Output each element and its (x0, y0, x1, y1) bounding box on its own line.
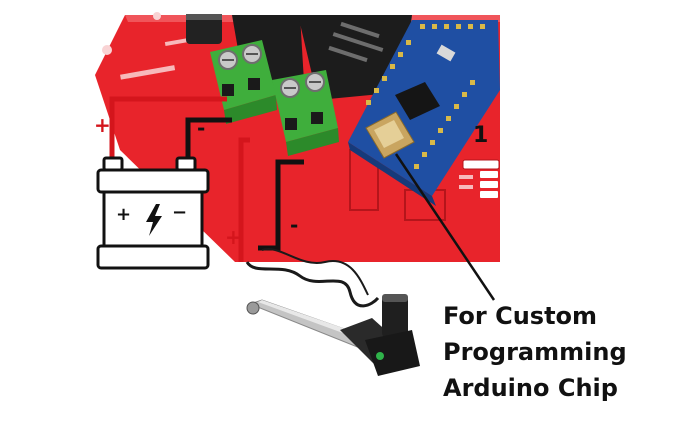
arduino-nano (348, 20, 500, 206)
battery-wires (109, 96, 232, 162)
arduino-callout: For Custom Programming Arduino Chip (443, 298, 668, 406)
screw-terminal-battery (210, 40, 277, 124)
actuator-negative-marker: - (290, 213, 298, 237)
capacitor (186, 14, 222, 44)
actuator-wires (238, 137, 380, 308)
battery-symbol-positive: + (116, 204, 131, 225)
callout-line-3: Arduino Chip (443, 374, 618, 402)
callout-line-1: For Custom (443, 302, 598, 330)
battery-negative-marker: - (197, 116, 205, 140)
callout-line-2: Programming (443, 338, 627, 366)
linear-actuator (246, 294, 420, 376)
callout-pointer (394, 153, 496, 301)
battery-symbol-negative: − (172, 202, 187, 223)
actuator-positive-marker: + (225, 225, 242, 249)
relay-number-label: 1 (473, 123, 488, 148)
screw-terminal-actuator (272, 70, 339, 156)
battery-positive-marker: + (94, 113, 111, 137)
battery-icon (96, 156, 210, 270)
